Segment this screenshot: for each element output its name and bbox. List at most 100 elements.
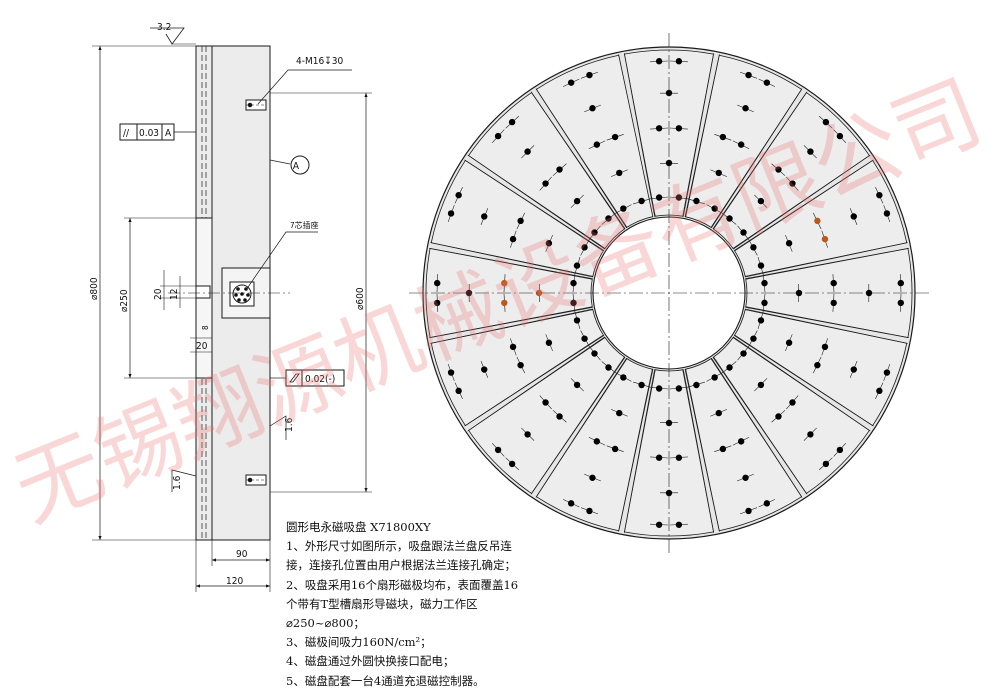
mounting-hole — [638, 381, 645, 389]
datum-label: A — [293, 161, 300, 172]
mounting-hole — [494, 132, 502, 140]
mounting-hole — [593, 141, 601, 148]
mounting-hole — [665, 159, 673, 167]
mounting-hole — [567, 500, 575, 507]
mounting-hole — [897, 279, 904, 287]
mounting-hole — [850, 213, 857, 220]
mounting-hole — [665, 89, 673, 97]
mounting-hole — [763, 500, 771, 507]
mounting-hole — [737, 438, 745, 445]
t-slot-edge — [745, 242, 908, 277]
pole-sector — [535, 54, 654, 229]
mounting-hole — [591, 229, 598, 236]
t-slot-edge — [429, 247, 593, 280]
mounting-hole — [761, 279, 768, 287]
mounting-hole — [876, 387, 883, 395]
t-slot-edge — [682, 369, 715, 533]
mounting-hole — [556, 166, 563, 173]
t-slot-edge — [732, 154, 871, 249]
t-slot-edge — [618, 369, 653, 532]
mounting-hole — [807, 431, 814, 438]
mounting-hole — [611, 133, 619, 141]
mounting-hole — [750, 244, 757, 251]
dim-work-diameter: ⌀600 — [355, 287, 366, 310]
mounting-hole — [524, 148, 531, 155]
mounting-hole — [605, 364, 612, 371]
t-slot-edge — [467, 337, 606, 432]
notes-title: 圆形电永磁吸盘 X71800XY — [286, 520, 431, 534]
mounting-hole — [655, 125, 663, 132]
pole-sector — [430, 159, 605, 278]
mounting-hole — [830, 279, 837, 287]
roughness-bottom: 1.6 — [172, 475, 183, 490]
mounting-hole — [675, 454, 683, 461]
mounting-hole — [447, 369, 455, 376]
mounting-hole — [750, 335, 757, 342]
mounting-hole — [814, 217, 821, 225]
mounting-hole — [726, 215, 733, 222]
side-view — [92, 27, 372, 592]
t-slot-edge — [530, 356, 625, 495]
mounting-hole — [795, 289, 803, 297]
t-slot-edge — [732, 337, 871, 432]
mounting-hole — [745, 71, 752, 79]
mounting-hole — [494, 446, 502, 454]
pole-sector — [430, 308, 605, 427]
mounting-hole — [789, 180, 796, 187]
mounting-hole — [570, 279, 577, 287]
mounting-hole — [719, 445, 727, 453]
mounting-hole — [665, 489, 673, 497]
mounting-hole — [822, 118, 830, 126]
mounting-hole — [593, 438, 601, 445]
mounting-hole — [897, 299, 904, 307]
mounting-hole — [573, 317, 581, 324]
mounting-hole — [675, 58, 683, 65]
mounting-hole — [570, 299, 577, 307]
mounting-hole — [775, 166, 782, 173]
pole-sector — [733, 308, 908, 427]
mounting-hole — [611, 445, 619, 453]
pole-sector — [684, 54, 803, 229]
mounting-hole — [509, 343, 517, 351]
mounting-hole — [745, 507, 752, 515]
parallelism-datum: A — [165, 128, 172, 139]
mounting-hole — [542, 399, 549, 406]
front-view-chuck-face — [409, 33, 929, 553]
t-slot-edge — [710, 358, 803, 498]
t-slot-edge — [535, 88, 628, 228]
mounting-hole — [737, 141, 745, 148]
mounting-hole — [757, 197, 765, 205]
mounting-hole — [517, 361, 524, 369]
mounting-hole — [821, 235, 829, 243]
mounting-hole — [876, 191, 883, 199]
mounting-hole — [517, 217, 524, 225]
mounting-hole — [545, 339, 553, 346]
datum-a-symbol — [290, 155, 310, 175]
mounting-hole — [508, 460, 516, 468]
mounting-hole — [434, 279, 441, 287]
mounting-hole — [821, 343, 829, 351]
mounting-hole — [455, 191, 462, 199]
mounting-hole — [757, 317, 765, 324]
mounting-hole — [742, 474, 749, 481]
t-slot-edge — [682, 53, 715, 217]
mounting-hole — [665, 419, 673, 427]
mounting-hole — [616, 409, 623, 417]
mounting-hole — [586, 71, 593, 79]
flatness-value: 0.02(-) — [305, 374, 335, 385]
mounting-hole — [545, 240, 553, 247]
pole-sector — [712, 336, 870, 494]
mounting-hole — [591, 350, 598, 357]
t-slot-edge — [745, 247, 909, 280]
technical-notes: 圆形电永磁吸盘 X71800XY 1、外形尺寸如图所示，吸盘跟法兰盘反吊连接，连… — [286, 518, 526, 691]
mounting-hole — [814, 361, 821, 369]
t-slot-edge — [464, 334, 604, 427]
mounting-hole — [807, 148, 814, 155]
mounting-hole — [434, 299, 441, 307]
mounting-hole — [883, 369, 891, 376]
surface-finish-top: 3.2 — [157, 22, 171, 33]
mounting-hole — [455, 387, 462, 395]
connector-label: 7芯插座 — [290, 220, 319, 230]
pole-sector — [684, 357, 803, 532]
mounting-hole — [581, 244, 588, 251]
